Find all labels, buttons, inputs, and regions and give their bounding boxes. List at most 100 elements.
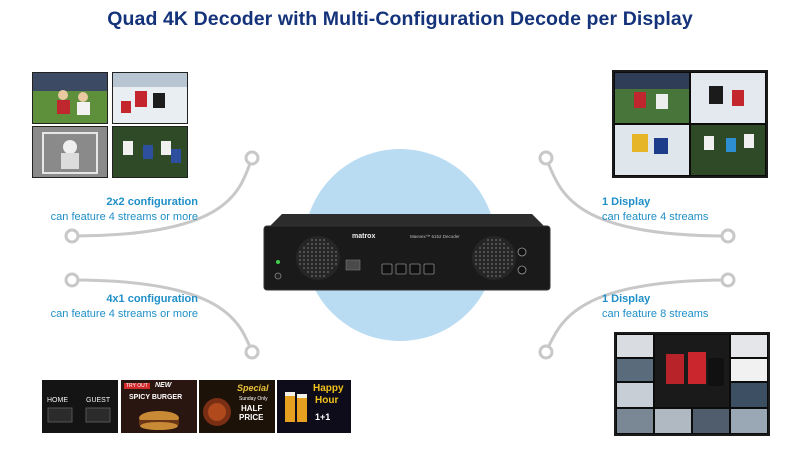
vent-hole [310,242,314,246]
vent-hole [326,242,330,246]
vent-hole [334,262,338,266]
vent-hole [474,250,478,254]
vent-hole [326,266,330,270]
vent-hole [510,250,514,254]
vent-hole [474,254,478,258]
vent-hole [486,258,490,262]
vent-hole [510,262,514,266]
display-4-streams [612,70,768,178]
banner-special: Special Sunday Only HALF PRICE [199,380,275,433]
audio-jack [517,247,527,257]
vent-hole [322,246,326,250]
vent-hole [318,250,322,254]
vent-hole [314,262,318,266]
vent-hole [482,254,486,258]
front-button [381,263,393,275]
vent-hole [502,262,506,266]
vent-hole [310,238,314,242]
vent-hole [478,254,482,258]
vent-hole [314,258,318,262]
vent-hole [506,258,510,262]
vent-hole [310,266,314,270]
audio-jack [517,265,527,275]
vent-hole [306,266,310,270]
vent-hole [314,238,318,242]
vent-hole [498,266,502,270]
vent-hole [326,246,330,250]
vent-hole [306,270,310,274]
happy-deal: 1+1 [315,412,331,422]
vent-hole [502,254,506,258]
vent-hole [506,246,510,250]
vent-hole [310,262,314,266]
caption-heading: 2x2 configuration [106,196,198,208]
vent-hole [322,250,326,254]
vent-hole [314,270,318,274]
vent-hole [326,250,330,254]
vent-hole [330,258,334,262]
connector-node [244,150,260,166]
vent-hole [486,238,490,242]
vent-hole [482,262,486,266]
device-model: Maevex™ 6152 Decoder [410,234,460,239]
vent-hole [482,250,486,254]
vent-hole [506,262,510,266]
vent-hole [490,238,494,242]
caption-text: can feature 4 streams or more [50,211,198,223]
thumbnail-goalie [32,126,108,178]
happy-word1: Happy [313,383,344,394]
burger-new: NEW [155,382,172,389]
banner-happy-hour: Happy Hour 1+1 [277,380,351,433]
device-top-surface [270,214,544,226]
vent-hole [498,238,502,242]
vent-hole [326,262,330,266]
vent-hole [330,254,334,258]
vent-hole [322,242,326,246]
vent-hole [302,266,306,270]
vent-hole [322,262,326,266]
vent-hole [326,270,330,274]
vent-hole [334,258,338,262]
vent-hole [506,250,510,254]
usb-port [345,259,361,271]
vent-hole [322,270,326,274]
vent-hole [322,238,326,242]
vent-hole [494,270,498,274]
caption-text: can feature 8 streams [602,308,709,320]
vent-hole [334,250,338,254]
vent-hole [494,262,498,266]
caption-top-right: 1 Display can feature 4 streams [602,195,792,225]
vent-hole [498,262,502,266]
vent-hole [502,270,506,274]
vent-hole [302,254,306,258]
vent-hole [310,270,314,274]
vent-hole [318,242,322,246]
connector-node [538,344,554,360]
vent-hole [490,254,494,258]
vent-hole [494,246,498,250]
front-button [409,263,421,275]
front-button [395,263,407,275]
vent-hole [498,242,502,246]
vent-hole [494,250,498,254]
vent-hole [486,246,490,250]
device-front-panel [263,225,551,291]
vent-hole [306,242,310,246]
vent-hole [498,254,502,258]
vent-hole [486,270,490,274]
vent-hole [498,274,502,278]
vent-hole [330,262,334,266]
vent-hole [310,274,314,278]
vent-hole [478,246,482,250]
vent-hole [314,242,318,246]
vent-hole [310,246,314,250]
vent-hole [486,274,490,278]
vent-hole [474,258,478,262]
front-button [423,263,435,275]
caption-heading: 1 Display [602,196,651,208]
vent-hole [482,242,486,246]
vent-hole [490,242,494,246]
connector-top-left [71,157,254,238]
vent-hole [502,242,506,246]
vent-hole [318,270,322,274]
